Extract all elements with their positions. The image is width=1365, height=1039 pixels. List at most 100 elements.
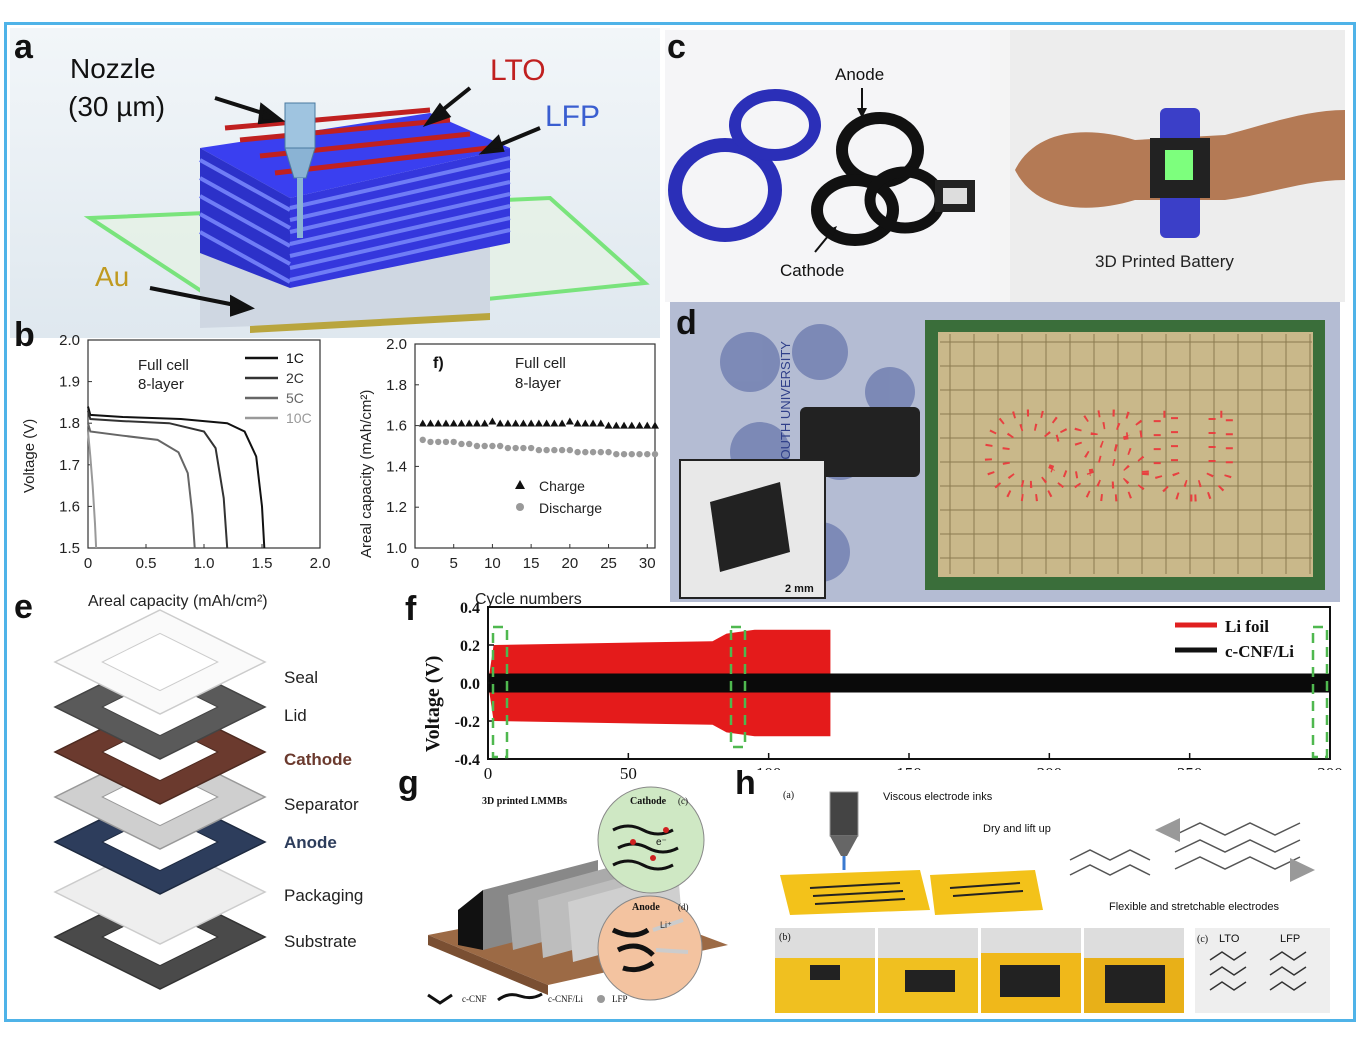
discharge-point xyxy=(504,444,512,452)
lmmb-title: 3D printed LMMBs xyxy=(482,796,567,807)
zoom-boxes xyxy=(491,625,1329,759)
charge-marker xyxy=(515,480,525,489)
legend-10c: 10C xyxy=(286,410,312,426)
charge-point xyxy=(457,419,466,427)
nozzle-label: Nozzle xyxy=(70,53,156,84)
print-sequence xyxy=(775,928,1184,1013)
discharge-point xyxy=(543,446,550,454)
panel-label-g: g xyxy=(398,770,419,802)
curve-2c xyxy=(87,410,229,549)
dry-label: Dry and lift up xyxy=(983,823,1051,835)
flex-label: Flexible and stretchable electrodes xyxy=(1109,901,1279,913)
h-tag-b: (b) xyxy=(779,932,791,943)
y-tick-label: 1.8 xyxy=(386,377,407,394)
panel-c: Anode Cathode 3D Printed Battery c xyxy=(665,30,1345,302)
x-tick-label: 2.0 xyxy=(310,555,331,572)
discharge-point xyxy=(419,436,426,444)
charge-point xyxy=(472,419,481,427)
panel-label-f: f xyxy=(405,592,417,628)
panel-tag: f) xyxy=(433,355,444,372)
charge-point xyxy=(426,419,435,427)
discharge-point xyxy=(628,450,635,458)
y-tick-label: 2.0 xyxy=(59,332,80,349)
legend-charge: Charge xyxy=(539,478,585,494)
discharge-point xyxy=(613,450,620,458)
discharge-point xyxy=(597,448,605,456)
title-line-2: 8-layer xyxy=(515,375,561,392)
x-tick-label: 5 xyxy=(450,555,458,572)
stack-layer-opening xyxy=(101,632,219,692)
discharge-point xyxy=(473,442,481,450)
charge-point xyxy=(589,419,598,427)
panel-d-photo: CENTRAL SOUTH UNIVERSITY CSU 2 mm xyxy=(670,302,1340,602)
charge-point xyxy=(480,419,489,427)
charge-point xyxy=(418,419,427,427)
y-tick-label: 1.6 xyxy=(386,418,407,435)
panel-label-b: b xyxy=(14,318,35,354)
long-cycling-chart: 0501001502002503000.40.20.0-0.2-0.4 Volt… xyxy=(422,600,1343,783)
discharge-point xyxy=(465,440,473,448)
discharge-point xyxy=(558,446,566,454)
charge-point xyxy=(488,417,497,425)
y-tick-label: 1.5 xyxy=(59,540,80,557)
title-line-1: Full cell xyxy=(138,357,189,374)
panel-c-photos: Anode Cathode 3D Printed Battery xyxy=(665,30,1345,302)
discharge-point xyxy=(435,438,442,446)
panel-label-d: d xyxy=(676,304,697,342)
au-label: Au xyxy=(95,261,129,292)
discharge-point xyxy=(481,442,488,450)
discharge-point xyxy=(442,438,450,446)
charge-point xyxy=(503,419,512,427)
electrode-photo xyxy=(1195,928,1330,1013)
printed-walls xyxy=(458,860,683,962)
charge-point xyxy=(612,421,621,429)
discharge-point xyxy=(636,450,643,458)
charge-point xyxy=(573,419,582,427)
discharge-point xyxy=(651,450,659,458)
plot-frame xyxy=(414,343,656,549)
charge-point xyxy=(465,419,474,427)
legend-5c: 5C xyxy=(286,390,304,406)
y-tick-label: 1.4 xyxy=(386,458,407,475)
charge-point xyxy=(620,421,629,429)
discharge-point xyxy=(566,446,574,454)
discharge-point xyxy=(496,442,504,450)
title-line-1: Full cell xyxy=(515,355,566,372)
band-ccnf-li xyxy=(488,673,1330,693)
discharge-point xyxy=(512,444,519,452)
electrode-stack xyxy=(199,107,511,288)
anode-label: Anode xyxy=(632,902,660,913)
charge-point xyxy=(604,421,613,429)
lfp-label: LFP xyxy=(545,100,600,133)
x-tick-label: 15 xyxy=(523,555,540,572)
legend-ccnf: c-CNF/Li xyxy=(1225,642,1294,661)
discharge-point xyxy=(427,438,434,446)
discharge-point xyxy=(589,448,597,456)
legend-1c: 1C xyxy=(286,350,304,366)
h-tag-a: (a) xyxy=(783,790,794,801)
y-tick-label: 1.6 xyxy=(59,498,80,515)
discharge-point xyxy=(605,448,612,456)
y-tick-label: 1.2 xyxy=(386,499,407,516)
x-tick-label: 1.0 xyxy=(194,555,215,572)
layer-cathode: Cathode xyxy=(284,750,352,769)
h-tag-c: (c) xyxy=(1197,934,1208,945)
wrist-photo xyxy=(1015,108,1345,238)
ion-label: Li⁺ xyxy=(660,920,672,930)
y-axis-label: Voltage (V) xyxy=(21,419,38,493)
y-tick-label: 1.9 xyxy=(59,374,80,391)
anode-label: Anode xyxy=(835,65,884,84)
discharge-point xyxy=(527,444,535,452)
cathode-label: Cathode xyxy=(630,796,667,807)
stretchable-electrodes: (a) Viscous electrode inks Dry and lift … xyxy=(735,770,1343,1017)
layer-separator: Separator xyxy=(284,795,359,814)
x-tick-label: 25 xyxy=(600,555,617,572)
exploded-view: Seal Lid Cathode Separator Anode Packagi… xyxy=(53,609,363,990)
curve-1c xyxy=(87,406,266,549)
y-tick-label: -0.2 xyxy=(455,714,480,731)
panel-label-h: h xyxy=(735,770,756,802)
panel-h: (a) Viscous electrode inks Dry and lift … xyxy=(735,770,1343,1017)
panel-a-illustration: Nozzle (30 µm) LTO LFP Au xyxy=(68,53,650,333)
